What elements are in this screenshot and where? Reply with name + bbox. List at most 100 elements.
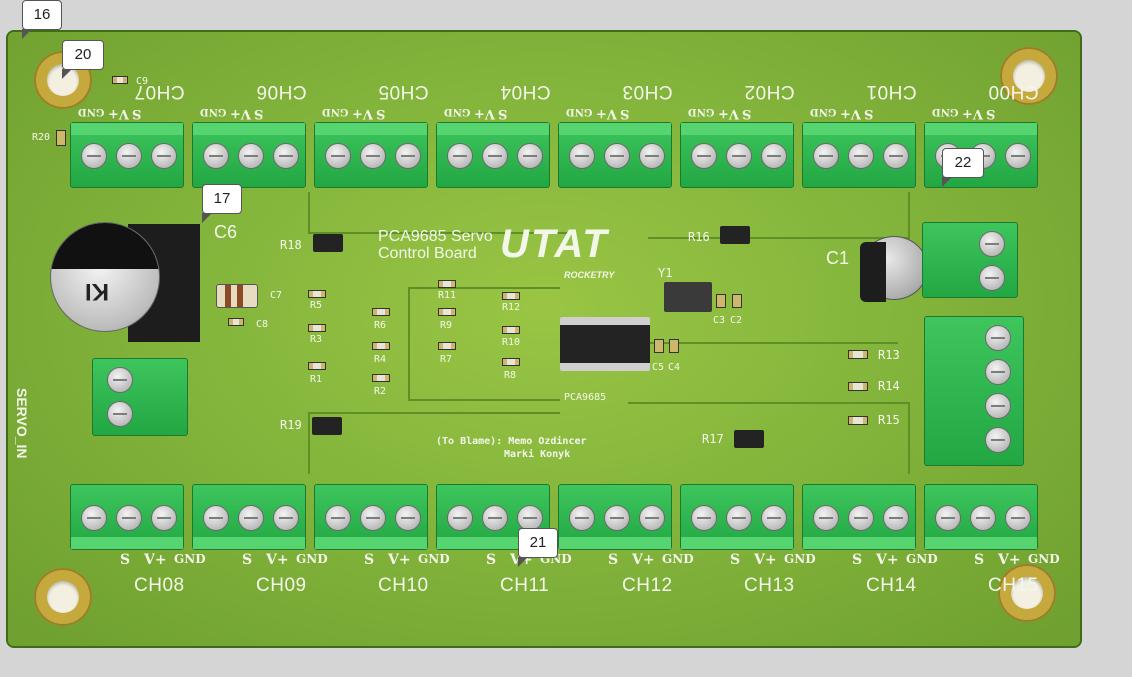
pin-label-gnd: GND — [78, 106, 105, 117]
marker-21[interactable]: 21 — [518, 528, 558, 567]
capacitor-c1-body — [860, 242, 886, 302]
cap-c5 — [654, 339, 664, 353]
resistor-r20 — [56, 130, 66, 146]
resistor-r12 — [502, 292, 520, 300]
channel-label-ch08: CH08 — [134, 575, 185, 596]
c9-label: C9 — [136, 76, 149, 87]
screw-terminal — [360, 505, 386, 531]
terminal-cap — [71, 537, 183, 549]
terminal-cap — [315, 537, 427, 549]
screw-terminal — [151, 505, 177, 531]
resistor-r3 — [308, 324, 326, 332]
channel-label-ch05: CH05 — [378, 81, 429, 102]
resistor-array-r18 — [313, 234, 343, 252]
marker-17[interactable]: 17 — [202, 184, 242, 223]
screw-terminal — [979, 265, 1005, 291]
screw-terminal — [985, 427, 1011, 453]
mounting-hole-bottom-right — [998, 564, 1056, 622]
pin-label-s: S — [132, 106, 142, 121]
right-terminal-block — [924, 316, 1024, 466]
trace — [308, 412, 560, 474]
screw-terminal — [517, 505, 543, 531]
pin-label-vplus: V+ — [840, 106, 861, 121]
terminal-cap — [437, 123, 549, 135]
r17-label: R17 — [702, 432, 724, 446]
pin-label-gnd: GND — [296, 552, 328, 566]
screw-terminal — [203, 505, 229, 531]
cap-c8 — [228, 318, 244, 326]
screw-terminal — [883, 143, 909, 169]
c6-marking: KI — [85, 278, 109, 305]
pin-label-gnd: GND — [200, 106, 227, 117]
screw-terminal — [569, 143, 595, 169]
pin-label-s: S — [608, 552, 619, 568]
screw-terminal — [325, 143, 351, 169]
resistor-r14 — [848, 382, 868, 391]
terminal-ch11 — [436, 484, 550, 550]
r8-label: R8 — [504, 370, 517, 381]
channel-label-ch13: CH13 — [744, 575, 795, 596]
servo-in-terminal — [92, 358, 188, 436]
pin-label-s: S — [986, 106, 996, 121]
screw-terminal — [107, 401, 133, 427]
r11-label: R11 — [438, 290, 457, 301]
r5-label: R5 — [310, 300, 323, 311]
screw-terminal — [970, 505, 996, 531]
screw-terminal — [116, 505, 142, 531]
r7-label: R7 — [440, 354, 453, 365]
resistor-array-r16 — [720, 226, 750, 244]
pin-label-vplus: V+ — [998, 552, 1021, 568]
trace — [648, 192, 910, 239]
pin-label-gnd: GND — [322, 106, 349, 117]
terminal-cap — [681, 537, 793, 549]
screw-terminal — [107, 367, 133, 393]
c2-label: C2 — [730, 315, 743, 326]
cap-c4 — [669, 339, 679, 353]
r20-label: R20 — [32, 132, 51, 143]
utat-logo-sub: ROCKETRY — [564, 270, 615, 280]
channel-label-ch02: CH02 — [744, 81, 795, 102]
screw-terminal — [848, 505, 874, 531]
trace — [408, 287, 560, 401]
pin-label-gnd: GND — [688, 106, 715, 117]
mounting-hole-bottom-left — [34, 568, 92, 626]
pin-label-s: S — [864, 106, 874, 121]
screw-terminal — [273, 505, 299, 531]
terminal-cap — [925, 123, 1037, 135]
terminal-cap — [681, 123, 793, 135]
pin-label-gnd: GND — [906, 552, 938, 566]
terminal-ch04 — [436, 122, 550, 188]
terminal-cap — [803, 123, 915, 135]
screw-terminal — [395, 143, 421, 169]
marker-16[interactable]: 16 — [22, 0, 62, 39]
pin-label-s: S — [364, 552, 375, 568]
terminal-cap — [71, 123, 183, 135]
pin-label-s: S — [498, 106, 508, 121]
capacitor-c6-stripe — [51, 223, 159, 269]
screw-terminal — [726, 143, 752, 169]
credits-line2: Marki Konyk — [504, 449, 571, 460]
pin-label-vplus: V+ — [632, 552, 655, 568]
screw-terminal — [985, 359, 1011, 385]
pin-label-s: S — [852, 552, 863, 568]
channel-label-ch04: CH04 — [500, 81, 551, 102]
screw-terminal — [273, 143, 299, 169]
screw-terminal — [604, 143, 630, 169]
pin-label-vplus: V+ — [962, 106, 983, 121]
marker-20[interactable]: 20 — [62, 40, 104, 79]
terminal-ch03 — [558, 122, 672, 188]
resistor-r4 — [372, 342, 390, 350]
pin-label-vplus: V+ — [596, 106, 617, 121]
pin-label-s: S — [376, 106, 386, 121]
marker-22[interactable]: 22 — [942, 148, 984, 187]
screw-terminal — [151, 143, 177, 169]
power-terminal — [922, 222, 1018, 298]
screw-terminal — [447, 143, 473, 169]
screw-terminal — [985, 393, 1011, 419]
terminal-cap — [925, 537, 1037, 549]
screw-terminal — [639, 143, 665, 169]
terminal-ch06 — [192, 122, 306, 188]
resistor-r1 — [308, 362, 326, 370]
screw-terminal — [517, 143, 543, 169]
r12-label: R12 — [502, 302, 521, 313]
